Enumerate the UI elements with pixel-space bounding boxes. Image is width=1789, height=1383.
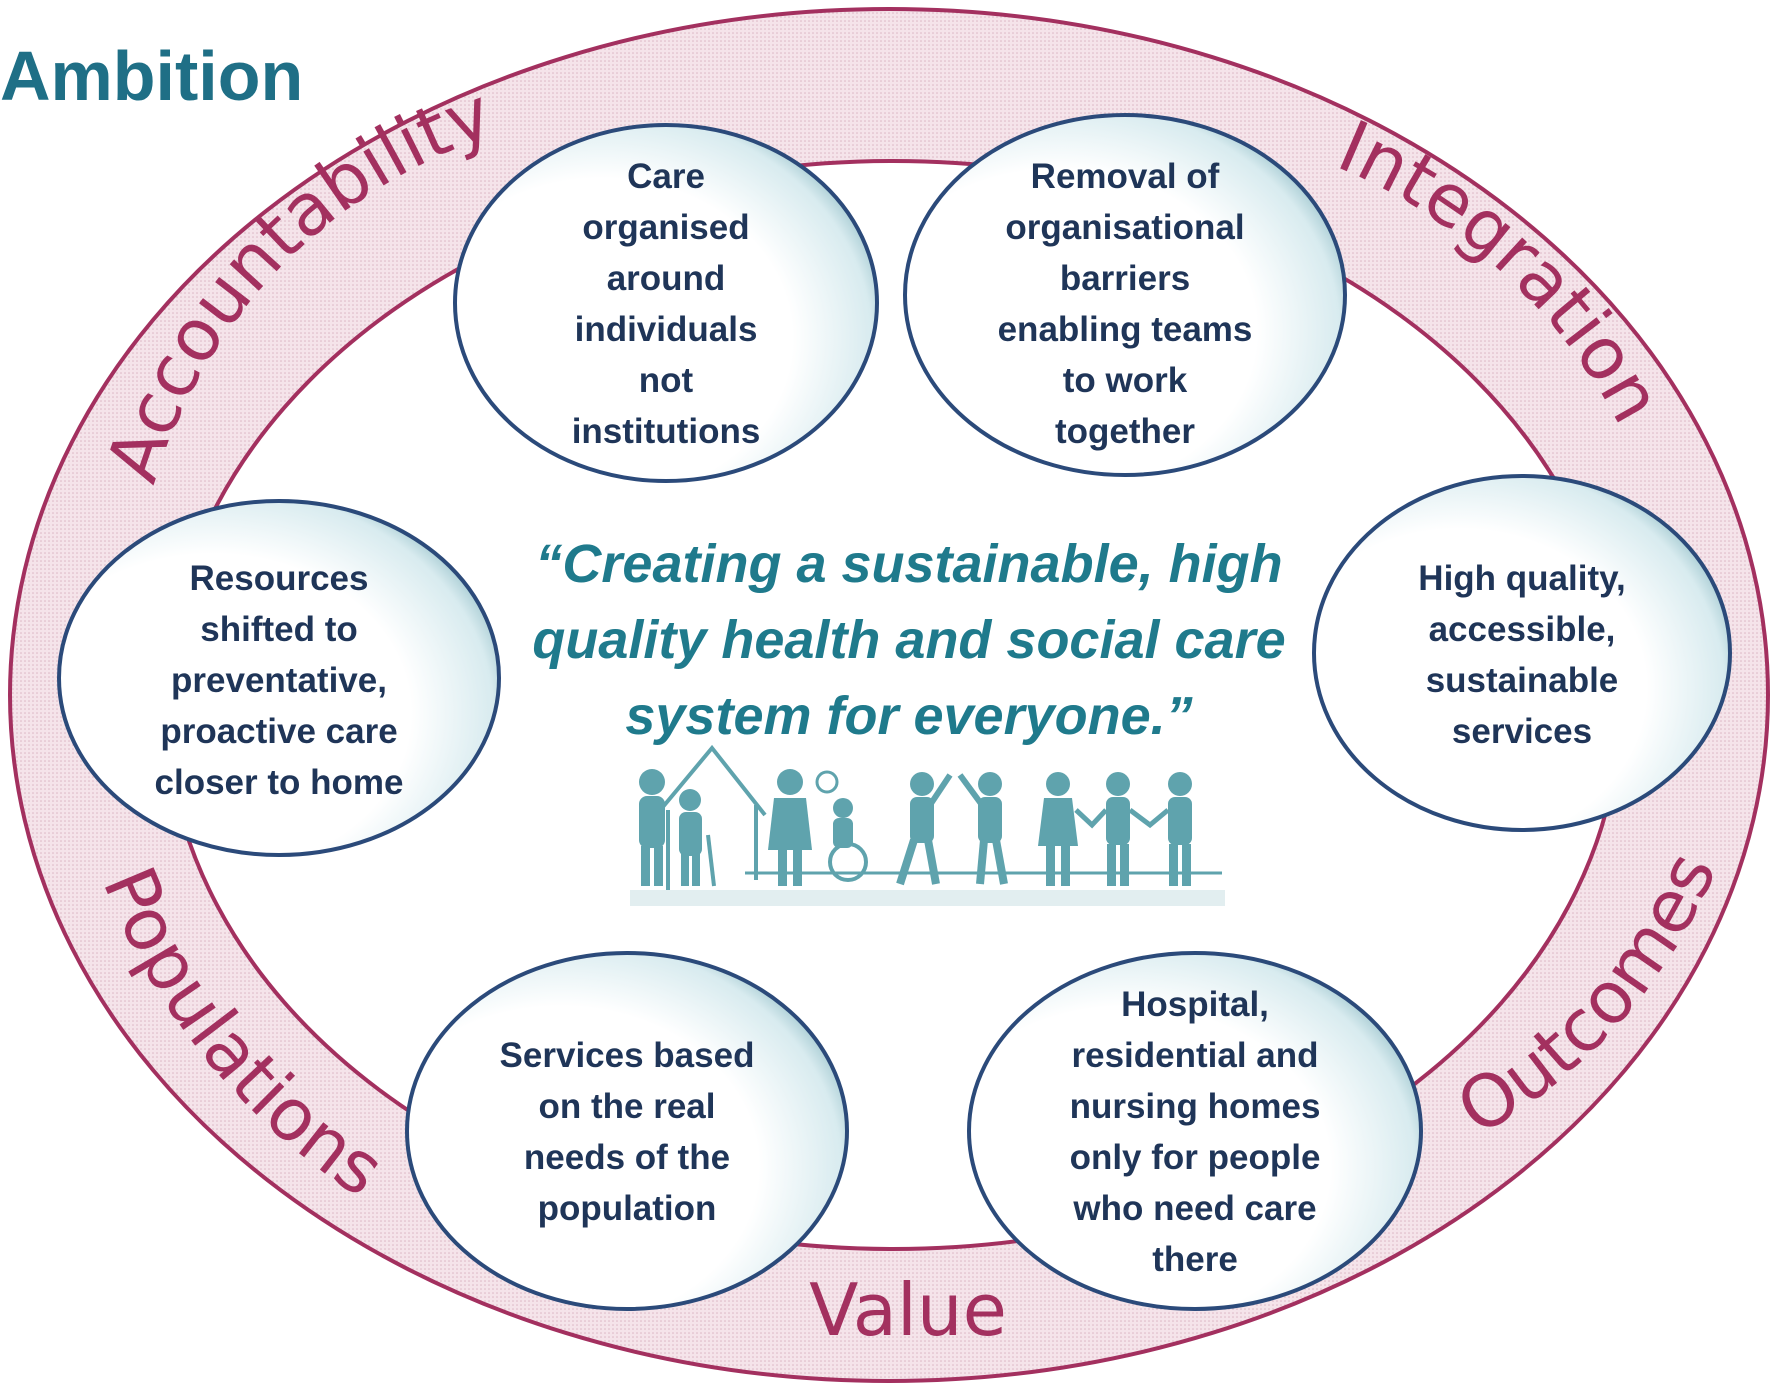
bubble-text-line: proactive care <box>160 712 397 751</box>
bubble-services-needs: Services based on the real needs of the pop… <box>405 951 849 1311</box>
bubble-text-line: High quality, <box>1418 559 1625 598</box>
quote-line-3: system for everyone.” <box>625 686 1192 746</box>
bubble-text-line: Care <box>627 157 705 196</box>
bubble-text-line: enabling teams <box>998 310 1253 349</box>
bubble-text-line: not <box>639 361 694 400</box>
bubble-text-line: institutions <box>572 412 761 451</box>
bubble-text-line: who need care <box>1072 1189 1316 1228</box>
bubble-text-line: barriers <box>1060 259 1190 298</box>
bubble-text-line: organisational <box>1005 208 1244 247</box>
bubble-text-line: shifted to <box>200 610 357 649</box>
bubble-text-line: organised <box>582 208 749 247</box>
bubble-text-line: Hospital, <box>1121 985 1269 1024</box>
bubble-text-line: population <box>538 1189 717 1228</box>
bubble-text-line: only for people <box>1070 1138 1321 1177</box>
bubble-text-line: preventative, <box>171 661 387 700</box>
bubble-high-quality: High quality, accessible, sustainable servi… <box>1312 474 1732 832</box>
bubble-text-line: there <box>1152 1240 1238 1279</box>
quote-line-1: “Creating a sustainable, high <box>535 534 1282 594</box>
bubble-text-line: on the real <box>539 1087 716 1126</box>
bubble-text-line: Removal of <box>1031 157 1220 196</box>
bubble-text-line: services <box>1452 712 1592 751</box>
page-title: Ambition <box>0 37 303 115</box>
bubble-text-line: to work <box>1063 361 1188 400</box>
bubble-text-line: needs of the <box>524 1138 730 1177</box>
bubble-care-individuals: Care organised around individuals not institu… <box>453 123 879 483</box>
bubble-text-line: around <box>607 259 726 298</box>
bubble-text-line: sustainable <box>1426 661 1619 700</box>
bubble-text-line: nursing homes <box>1070 1087 1321 1126</box>
svg-text:High quality,accessible,sustai: High quality, accessible, sustainable servi… <box>1418 559 1625 751</box>
bubble-text-line: Resources <box>190 559 369 598</box>
bubble-text-line: closer to home <box>155 763 404 802</box>
bubble-text-line: accessible, <box>1429 610 1616 649</box>
bubble-text-line: individuals <box>575 310 758 349</box>
bubble-resources-shifted: Resources shifted to preventative, proactiv… <box>57 499 501 857</box>
bubble-removal-barriers: Removal of organisational barriers enabling… <box>903 113 1347 477</box>
bubble-text-line: Services based <box>500 1036 755 1075</box>
ring-label-value: Value <box>809 1268 1007 1352</box>
people-illustration <box>630 744 1225 906</box>
quote-line-2: quality health and social care <box>532 610 1285 670</box>
bubble-text-line: together <box>1055 412 1195 451</box>
bubble-hospital-homes: Hospital, residential and nursing homes onl… <box>967 951 1423 1311</box>
bubble-text-line: residential and <box>1071 1036 1318 1075</box>
